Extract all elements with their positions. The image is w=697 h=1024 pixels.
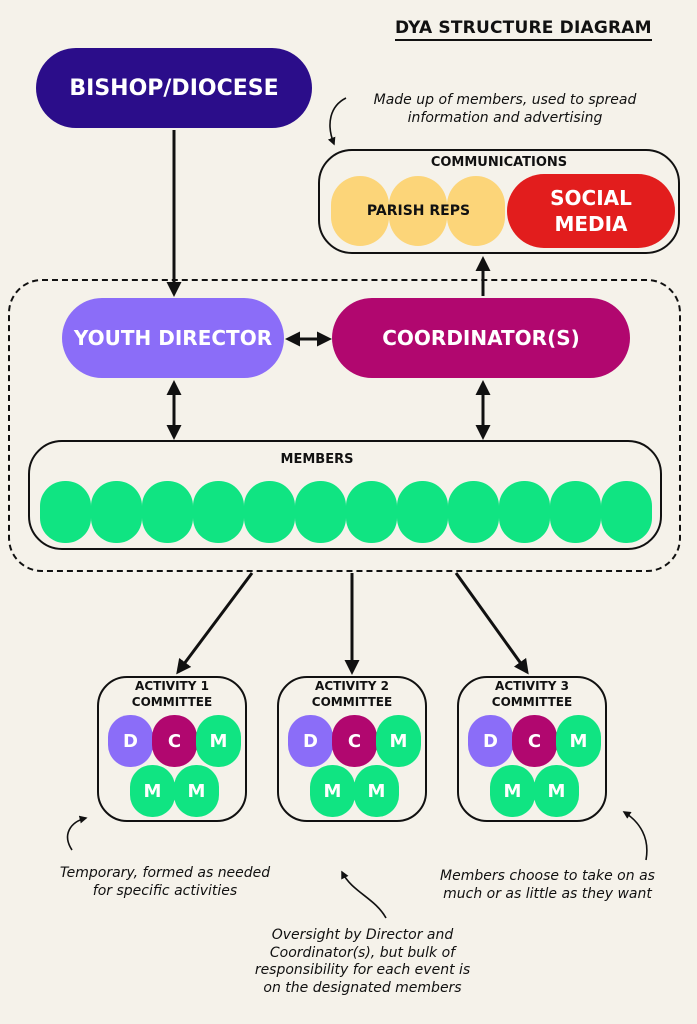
committee-2-chip-c: C <box>332 715 377 767</box>
parish-rep-circle <box>447 176 505 246</box>
member-oval <box>244 481 295 543</box>
members-to-committee-3-arrow <box>454 572 529 675</box>
committee-3-chip-c: C <box>512 715 557 767</box>
member-oval <box>91 481 142 543</box>
temporary-note-line1: Temporary, formed as needed <box>59 865 271 881</box>
oversight-note-line4: on the designated members <box>263 979 462 996</box>
temporary-note-line2: for specific activities <box>92 882 238 899</box>
committee-1-chip-m: M <box>196 715 241 767</box>
committee-3-line1: ACTIVITY 3 <box>495 679 569 693</box>
member-oval <box>295 481 346 543</box>
members-choose-note-line2: much or as little as they want <box>443 885 652 902</box>
member-oval <box>346 481 397 543</box>
member-oval <box>40 481 91 543</box>
diagram-title: DYA STRUCTURE DIAGRAM <box>395 18 652 41</box>
committee-2-chip-m: M <box>376 715 421 767</box>
members-choose-note-pointer <box>622 811 648 861</box>
social-media-node: SOCIAL MEDIA <box>507 174 675 248</box>
activity-committee-3 <box>457 676 607 822</box>
activity-committee-2-title: ACTIVITY 2 COMMITTEE <box>277 678 427 710</box>
committee-2-chip-d: D <box>288 715 333 767</box>
core-team-group <box>8 279 681 572</box>
committee-1-line2: COMMITTEE <box>131 695 213 710</box>
member-oval <box>193 481 244 543</box>
communications-note-line1: Made up of members, used to spread <box>373 92 637 108</box>
committee-3-chip-m: M <box>534 765 579 817</box>
members-label: MEMBERS <box>280 452 354 467</box>
activity-committee-3-title: ACTIVITY 3 COMMITTEE <box>457 678 607 710</box>
communications-group <box>318 149 680 254</box>
parish-rep-circle <box>389 176 447 246</box>
member-oval <box>499 481 550 543</box>
bishop-diocese-node: BISHOP/DIOCESE <box>36 48 312 128</box>
oversight-note-line3: responsibility for each event is <box>254 962 471 978</box>
social-media-label-line1: SOCIAL <box>550 186 632 210</box>
activity-committee-1-title: ACTIVITY 1 COMMITTEE <box>97 678 247 710</box>
members-to-committee-1-arrow <box>176 572 254 675</box>
social-media-label-line2: MEDIA <box>554 212 628 236</box>
communications-note-line2: information and advertising <box>407 109 603 126</box>
members-choose-note-line1: Members choose to take on as <box>440 868 655 884</box>
member-oval <box>448 481 499 543</box>
member-oval <box>550 481 601 543</box>
committee-1-chip-m: M <box>174 765 219 817</box>
parish-reps-label: PARISH REPS <box>366 203 471 219</box>
committee-1-chip-d: D <box>108 715 153 767</box>
oversight-note: Oversight by Director and Coordinator(s)… <box>220 927 505 997</box>
committee-3-chip-m: M <box>556 715 601 767</box>
committee-2-chip-m: M <box>310 765 355 817</box>
member-oval <box>142 481 193 543</box>
communications-note: Made up of members, used to spread infor… <box>345 92 665 127</box>
committee-1-chip-m: M <box>130 765 175 817</box>
oversight-note-line2: Coordinator(s), but bulk of <box>269 944 456 961</box>
activity-committee-2 <box>277 676 427 822</box>
coordinators-node: COORDINATOR(S) <box>332 298 630 378</box>
committee-2-line1: ACTIVITY 2 <box>315 679 389 693</box>
oversight-note-pointer <box>341 870 387 919</box>
activity-committee-1 <box>97 676 247 822</box>
oversight-note-line1: Oversight by Director and <box>271 927 454 943</box>
committee-3-chip-d: D <box>468 715 513 767</box>
member-oval <box>601 481 652 543</box>
communications-note-pointer <box>327 97 347 146</box>
committee-2-chip-m: M <box>354 765 399 817</box>
temporary-note-pointer <box>66 815 88 851</box>
youth-director-node: YOUTH DIRECTOR <box>62 298 284 378</box>
members-choose-note: Members choose to take on as much or as … <box>405 868 690 903</box>
committee-1-chip-c: C <box>152 715 197 767</box>
committee-1-line1: ACTIVITY 1 <box>135 679 209 693</box>
member-oval <box>397 481 448 543</box>
committee-2-line2: COMMITTEE <box>311 695 393 710</box>
committee-3-line2: COMMITTEE <box>491 695 573 710</box>
committee-3-chip-m: M <box>490 765 535 817</box>
communications-label: COMMUNICATIONS <box>430 155 568 170</box>
temporary-note: Temporary, formed as needed for specific… <box>30 865 300 900</box>
parish-rep-circle <box>331 176 389 246</box>
